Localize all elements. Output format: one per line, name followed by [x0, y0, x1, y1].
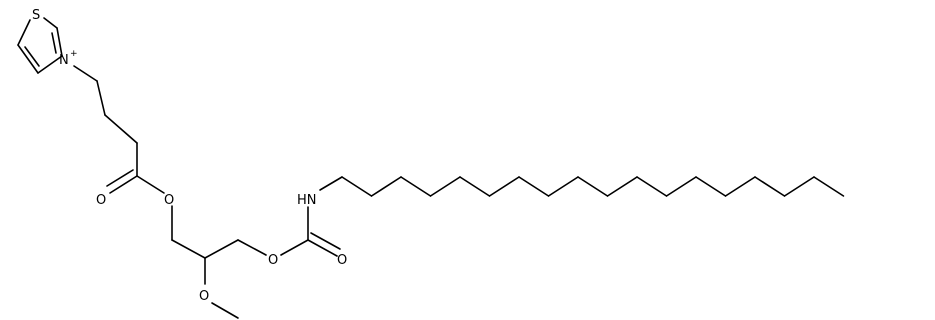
chain-bond-6 [459, 176, 491, 197]
carbamate-oxygen-label: O [268, 253, 278, 268]
ester-oxygen-label: O [164, 193, 174, 208]
carbamate-group [280, 206, 341, 257]
sulfur-label: S [32, 8, 40, 23]
chain-bond-1 [319, 176, 343, 191]
bond-o-methyl [211, 302, 239, 319]
bond-carbamate-c-o-double-2 [310, 232, 341, 250]
chain-bond-11 [606, 176, 638, 197]
bond-s-c2 [43, 17, 58, 29]
bond-n3-c4 [37, 55, 63, 74]
atom-labels: S N + O O O O O HN [32, 8, 347, 304]
chain-bond-13 [665, 176, 697, 197]
bond-c4-c5-inner [24, 46, 40, 67]
bond-c4-c5 [17, 44, 39, 74]
chain-bond-17 [783, 176, 815, 197]
chain-bond-16 [754, 176, 786, 197]
bond-c2-n3 [56, 27, 63, 57]
bond-carbonyl-o-double-2 [106, 169, 134, 187]
bond-c5-s [17, 19, 31, 46]
ring-nitrogen-label: N [59, 53, 69, 68]
chain-bond-8 [518, 176, 550, 197]
chain-bond-12 [636, 176, 668, 197]
ester-carbonyl-oxygen-label: O [96, 193, 106, 208]
bond-ch2-ch2 [96, 80, 106, 116]
octadecyl-chain [319, 176, 845, 197]
chain-bond-2 [341, 176, 373, 197]
chain-bond-14 [695, 176, 727, 197]
bond-ch2-o-carbamate [237, 239, 267, 256]
glycerol-backbone [171, 205, 267, 319]
butanoyl-chain [73, 65, 165, 194]
bond-carbonyl-ester-o [136, 175, 165, 194]
bond-c2-n3-inner [51, 32, 57, 54]
methoxy-oxygen-label: O [199, 289, 209, 304]
chain-bond-9 [547, 176, 579, 197]
chain-bond-7 [488, 176, 520, 197]
chain-bond-15 [724, 176, 756, 197]
chain-bond-5 [429, 176, 461, 197]
chain-bond-4 [400, 176, 432, 197]
bond-carbonyl-o-double-1 [109, 175, 138, 194]
bond-ch2-ch [171, 239, 206, 259]
carbamate-carbonyl-oxygen-label: O [337, 253, 347, 268]
bond-n-ch2 [73, 65, 98, 82]
chain-bond-10 [577, 176, 609, 197]
bond-carbamate-c-o-double-1 [307, 239, 338, 257]
nitrogen-charge-label: + [70, 49, 78, 59]
bond-ch-ch2 [204, 239, 239, 259]
amine-label: HN [297, 193, 317, 208]
bond-o-carbamate-c [280, 239, 309, 256]
chain-bond-18 [813, 176, 845, 197]
bond-ch2-ch2b [104, 114, 138, 144]
thiazolium-ring [17, 17, 63, 74]
chain-bond-3 [370, 176, 402, 197]
